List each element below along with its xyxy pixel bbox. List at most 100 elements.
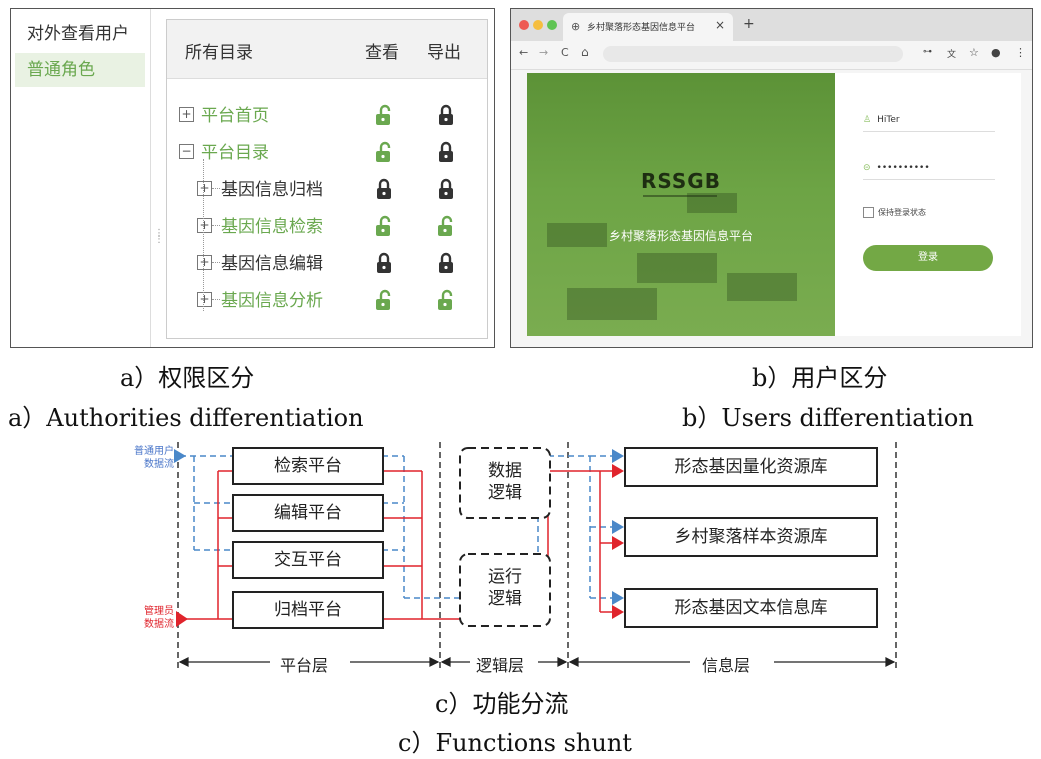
run-logic-box: 运行逻辑 [488, 567, 522, 609]
export-permission-toggle[interactable] [435, 141, 457, 163]
view-permission-toggle[interactable] [373, 252, 395, 274]
tree-node-label[interactable]: 平台目录 [201, 143, 269, 163]
view-unlocked-icon[interactable] [373, 104, 395, 126]
forward-icon[interactable]: → [539, 46, 549, 59]
tree-row[interactable]: + 基因信息检索 [167, 207, 487, 243]
view-locked-icon[interactable] [373, 178, 395, 200]
header-catalog: 所有目录 [185, 43, 253, 63]
collapse-icon[interactable]: − [179, 144, 194, 159]
expand-icon[interactable]: + [179, 107, 194, 122]
export-permission-toggle[interactable] [435, 178, 457, 200]
function-shunt-diagram [174, 442, 897, 668]
username-value: HiTer [877, 115, 900, 125]
view-permission-toggle[interactable] [373, 178, 395, 200]
back-icon[interactable]: ← [519, 46, 529, 59]
username-field[interactable]: ♙HiTer [863, 109, 995, 132]
tree-row[interactable]: + 基因信息分析 [167, 281, 487, 317]
caption-a-en: a）Authorities differentiation [8, 404, 364, 432]
user-flow-label: 普通用户数据流 [134, 446, 174, 470]
role-item-normal-role[interactable]: 普通角色 [15, 53, 145, 87]
tree-row[interactable]: + 平台首页 [167, 96, 487, 132]
export-locked-icon[interactable] [435, 252, 457, 274]
quantified-resource-db: 形态基因量化资源库 [624, 447, 878, 487]
caption-c-en: c）Functions shunt [398, 729, 632, 757]
home-icon[interactable]: ⌂ [581, 45, 589, 59]
text-info-db: 形态基因文本信息库 [624, 588, 878, 628]
tree-node-label[interactable]: 平台首页 [201, 106, 269, 126]
tree-guide-line [203, 159, 204, 311]
login-browser-window: ⊕ 乡村聚落形态基因信息平台 × + ← → C ⌂ ⊶ 文 ☆ ● ⋮ RSS… [510, 8, 1033, 348]
browser-tab-bar: ⊕ 乡村聚落形态基因信息平台 × + [511, 9, 1032, 41]
export-locked-icon[interactable] [435, 141, 457, 163]
maximize-window-icon[interactable] [547, 20, 557, 30]
login-button[interactable]: 登录 [863, 245, 993, 271]
export-unlocked-icon[interactable] [435, 215, 457, 237]
export-unlocked-icon[interactable] [435, 289, 457, 311]
minimize-window-icon[interactable] [533, 20, 543, 30]
layer-logic: 逻辑层 [472, 652, 529, 676]
view-permission-toggle[interactable] [373, 215, 395, 237]
permission-tree-panel: 所有目录 查看 导出 + 平台首页 −平台目录 + 基因信息归档 + 基因信息检索 + 基因信息… [166, 19, 488, 339]
export-locked-icon[interactable] [435, 104, 457, 126]
url-field[interactable] [603, 46, 903, 62]
remember-me-checkbox[interactable]: 保持登录状态 [863, 207, 926, 218]
tree-row[interactable]: −平台目录 [167, 133, 487, 169]
export-permission-toggle[interactable] [435, 104, 457, 126]
lock-icon: ⊝ [863, 163, 871, 173]
hero-banner: RSSGB 乡村聚落形态基因信息平台 [527, 73, 835, 336]
brand-logo: RSSGB [641, 169, 721, 193]
translate-icon[interactable]: 文 [947, 50, 957, 60]
login-form: ♙HiTer ⊝•••••••••• 保持登录状态 登录 [835, 73, 1021, 336]
view-permission-toggle[interactable] [373, 289, 395, 311]
layer-platform: 平台层 [276, 652, 333, 676]
retrieval-platform: 检索平台 [232, 447, 384, 485]
new-tab-button[interactable]: + [743, 16, 755, 32]
caption-b-cn: b）用户区分 [752, 364, 888, 392]
permission-header: 所有目录 查看 导出 [167, 20, 487, 79]
globe-icon: ⊕ [571, 20, 581, 33]
tab-title: 乡村聚落形态基因信息平台 [587, 23, 696, 33]
caption-a-cn: a）权限区分 [120, 364, 255, 392]
password-field[interactable]: ⊝•••••••••• [863, 157, 995, 180]
expand-icon[interactable]: + [197, 181, 212, 196]
authorities-panel: 对外查看用户 普通角色 ⋮⋮⋮⋮ 所有目录 查看 导出 + 平台首页 −平台目录 + 基… [10, 8, 495, 348]
browser-tab[interactable]: ⊕ 乡村聚落形态基因信息平台 × [563, 13, 733, 41]
view-locked-icon[interactable] [373, 252, 395, 274]
tree-node-label[interactable]: 基因信息检索 [221, 217, 323, 237]
export-permission-toggle[interactable] [435, 252, 457, 274]
admin-flow-label: 管理员数据流 [144, 606, 174, 630]
interaction-platform: 交互平台 [232, 541, 384, 579]
tree-row[interactable]: + 基因信息归档 [167, 170, 487, 206]
checkbox-icon[interactable] [863, 207, 874, 218]
menu-icon[interactable]: ⋮ [1015, 46, 1026, 59]
expand-icon[interactable]: + [197, 218, 212, 233]
role-item-external-viewer[interactable]: 对外查看用户 [27, 24, 129, 44]
expand-icon[interactable]: + [197, 255, 212, 270]
expand-icon[interactable]: + [197, 292, 212, 307]
archive-platform: 归档平台 [232, 591, 384, 629]
view-unlocked-icon[interactable] [373, 215, 395, 237]
caption-c-cn: c）功能分流 [435, 690, 569, 718]
tree-node-label[interactable]: 基因信息编辑 [221, 254, 323, 274]
close-window-icon[interactable] [519, 20, 529, 30]
remember-label: 保持登录状态 [878, 208, 926, 217]
export-locked-icon[interactable] [435, 178, 457, 200]
key-icon[interactable]: ⊶ [923, 47, 932, 57]
export-permission-toggle[interactable] [435, 289, 457, 311]
tree-row[interactable]: + 基因信息编辑 [167, 244, 487, 280]
caption-b-en: b）Users differentiation [682, 404, 974, 432]
resize-handle-icon[interactable]: ⋮⋮⋮⋮ [154, 228, 174, 245]
reload-icon[interactable]: C [561, 46, 569, 59]
header-export: 导出 [427, 43, 461, 63]
role-list: 对外查看用户 普通角色 [11, 9, 151, 347]
star-icon[interactable]: ☆ [969, 46, 979, 59]
view-permission-toggle[interactable] [373, 141, 395, 163]
export-permission-toggle[interactable] [435, 215, 457, 237]
view-unlocked-icon[interactable] [373, 141, 395, 163]
view-permission-toggle[interactable] [373, 104, 395, 126]
account-icon[interactable]: ● [991, 46, 1001, 59]
tree-node-label[interactable]: 基因信息分析 [221, 291, 323, 311]
tree-node-label[interactable]: 基因信息归档 [221, 180, 323, 200]
tab-close-icon[interactable]: × [715, 18, 726, 32]
view-unlocked-icon[interactable] [373, 289, 395, 311]
